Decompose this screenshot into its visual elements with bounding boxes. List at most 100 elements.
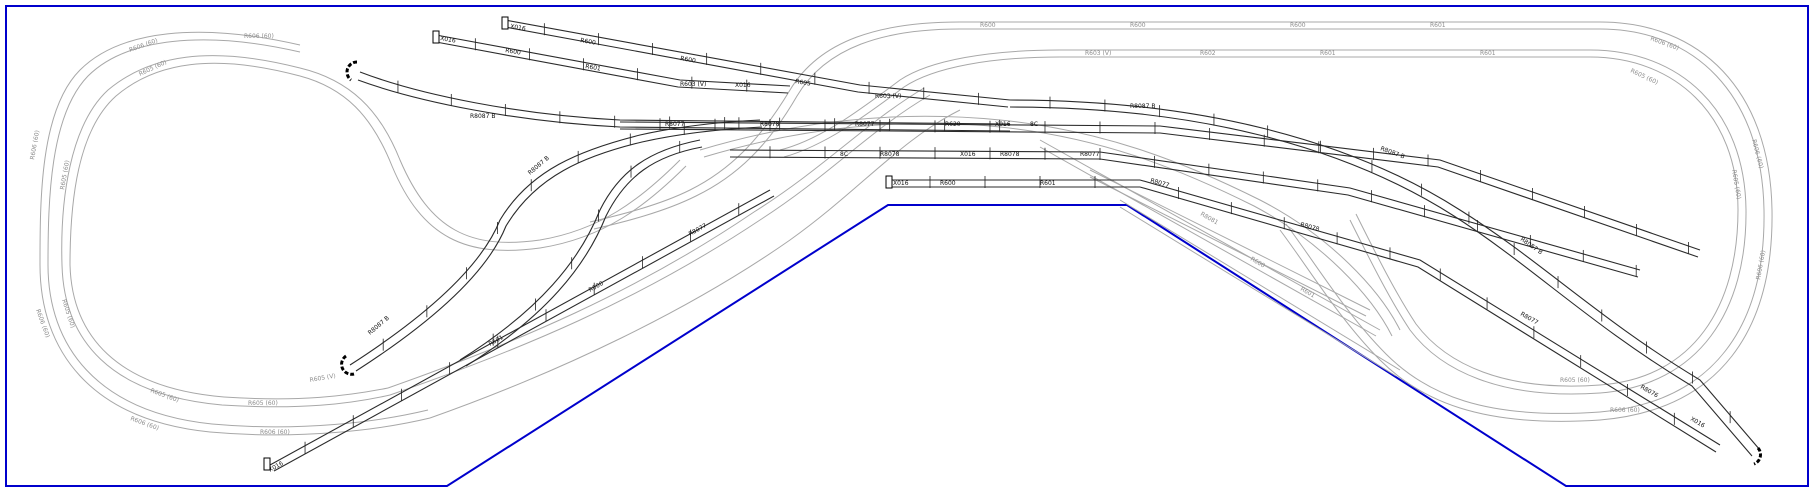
label-diag-4: R8077 <box>688 222 709 238</box>
label-spur1-4: R605 <box>795 78 812 88</box>
lower-ramp <box>389 94 931 396</box>
label-spur2-4: R603 (V) <box>680 81 706 88</box>
label-ladder-1: R8077 <box>1149 177 1170 189</box>
label-right-outer-3: R606 (60) <box>1755 250 1767 281</box>
label-top-outer-4: R601 <box>1430 22 1446 29</box>
label-central-a-2: R8078 <box>760 121 780 128</box>
left-loop-inner-track <box>61 55 391 408</box>
label-left-outer-1: R606 (60) <box>128 37 158 54</box>
label-central-b-3: R8078 <box>1000 151 1020 158</box>
label-top-outer-1: R600 <box>980 22 996 29</box>
label-curve-5: R8087 B <box>527 155 551 177</box>
label-ladder-2: R8078 <box>1299 221 1320 233</box>
label-central-b-1: R8078 <box>880 151 900 158</box>
label-central-a-4: R620 <box>945 121 961 128</box>
label-spur1-5: R603 (V) <box>875 93 901 100</box>
lower-level-tracks <box>39 21 1773 436</box>
lower-siding-3b <box>1119 206 1397 377</box>
label-siding-1: R8081 <box>1199 211 1219 227</box>
label-central-a-1: R8077 <box>665 121 685 128</box>
lower-siding-2b <box>1089 176 1367 317</box>
upper-ramp-curve <box>459 139 701 361</box>
right-loop-inner <box>1349 49 1747 395</box>
label-left-outer-6: R606 (60) <box>260 429 290 436</box>
lower-siding-2 <box>1089 169 1371 311</box>
label-central-a-5: X016 <box>995 121 1011 128</box>
right-ladder-b <box>1139 186 1717 453</box>
label-curve-3: R8087 B <box>1379 145 1405 160</box>
label-spur1-1: X016 <box>510 23 527 33</box>
right-loop-inner-b <box>1355 56 1739 387</box>
label-left-inner-1: R605 (60) <box>138 59 168 78</box>
upper-lower-left-curve-b <box>355 126 763 372</box>
central-line-b <box>729 149 1641 271</box>
left-loop-outer-track <box>39 31 431 436</box>
central-line-b-b <box>729 156 1639 278</box>
lower-siding-1b <box>1039 146 1377 337</box>
lower-ramp-b <box>387 87 925 389</box>
label-left-outer-2: R606 (60) <box>244 33 274 40</box>
upper-spur-1b <box>504 26 1009 108</box>
lower-diagonal-b <box>273 195 775 472</box>
label-left-inner-5: R605 (60) <box>248 400 278 407</box>
upper-spur-2b <box>435 41 789 94</box>
label-curve-1: R8087 B <box>470 113 495 120</box>
top-curve-outer-b <box>593 28 961 230</box>
lower-ramp-c <box>429 109 961 419</box>
endstop-spur-2 <box>432 30 440 44</box>
upper-main-s <box>1009 99 1761 451</box>
left-loop-inner-track-b <box>69 62 389 400</box>
top-curve-inner-b <box>783 56 1061 158</box>
upper-spur-1 <box>504 19 1011 101</box>
baseboard-outline <box>5 5 1809 487</box>
label-left-inner-6: R605 (V) <box>309 373 336 384</box>
label-top-inner-3: R601 <box>1320 50 1336 57</box>
central-line-a-b <box>619 128 1699 258</box>
buffer-right <box>1753 447 1763 466</box>
end-markers <box>263 16 1763 471</box>
label-lower-straight-3: R601 <box>1040 180 1056 187</box>
label-left-inner-4: R605 (60) <box>149 387 179 404</box>
right-loop-outer <box>1279 21 1773 422</box>
label-right-outer-4: R606 (60) <box>1610 407 1640 414</box>
right-loop-outer-b <box>1285 28 1765 414</box>
label-top-inner-4: R601 <box>1480 50 1496 57</box>
label-lower-straight-2: R600 <box>940 180 956 187</box>
label-right-inner-2: R605 (60) <box>1730 169 1742 200</box>
upper-main-s-b <box>1009 106 1753 457</box>
label-left-inner-2: R605 (60) <box>59 160 71 191</box>
label-diag-3: R600 <box>588 280 605 294</box>
label-spur2-5: X016 <box>735 82 751 89</box>
upper-ramp-curve-b <box>465 146 703 367</box>
endstop-straight <box>885 175 893 189</box>
label-top-outer-3: R600 <box>1290 22 1306 29</box>
upper-level-tracks <box>269 19 1761 472</box>
left-inner-curve <box>299 67 681 243</box>
label-curve-6: R8087 B <box>367 315 391 337</box>
label-spur2-1: X016 <box>440 35 457 45</box>
lower-mid-curve <box>699 115 1401 331</box>
buffer-top-left <box>345 60 358 82</box>
left-loop-outer-track-b <box>47 39 429 428</box>
endstop-spur-1 <box>501 16 509 30</box>
label-left-inner-3: R605 (60) <box>60 298 76 329</box>
label-lower-straight-1: X016 <box>893 180 909 187</box>
lower-siding-3 <box>1119 199 1401 371</box>
label-central-b-4: R8077 <box>1080 151 1100 158</box>
label-top-inner-1: R603 (V) <box>1085 50 1111 57</box>
upper-left-curve <box>359 71 1011 125</box>
left-inner-curve-b <box>299 75 687 251</box>
upper-spur-2 <box>435 34 791 87</box>
label-ladder-3: R8077 <box>1519 311 1539 327</box>
top-curve-inner <box>779 49 1061 151</box>
label-central-a-3: R8077 <box>855 121 875 128</box>
label-right-inner-3: R605 (60) <box>1560 377 1590 384</box>
lower-mid-curve-b <box>703 122 1393 337</box>
label-spur1-3: R600 <box>680 55 697 65</box>
label-curve-2: R8087 B <box>1130 103 1155 110</box>
label-left-outer-3: R606 (60) <box>29 130 41 161</box>
endstop-diag <box>263 457 271 471</box>
label-central-a-6: 8C <box>1030 121 1038 128</box>
label-top-inner-2: R602 <box>1200 50 1216 57</box>
